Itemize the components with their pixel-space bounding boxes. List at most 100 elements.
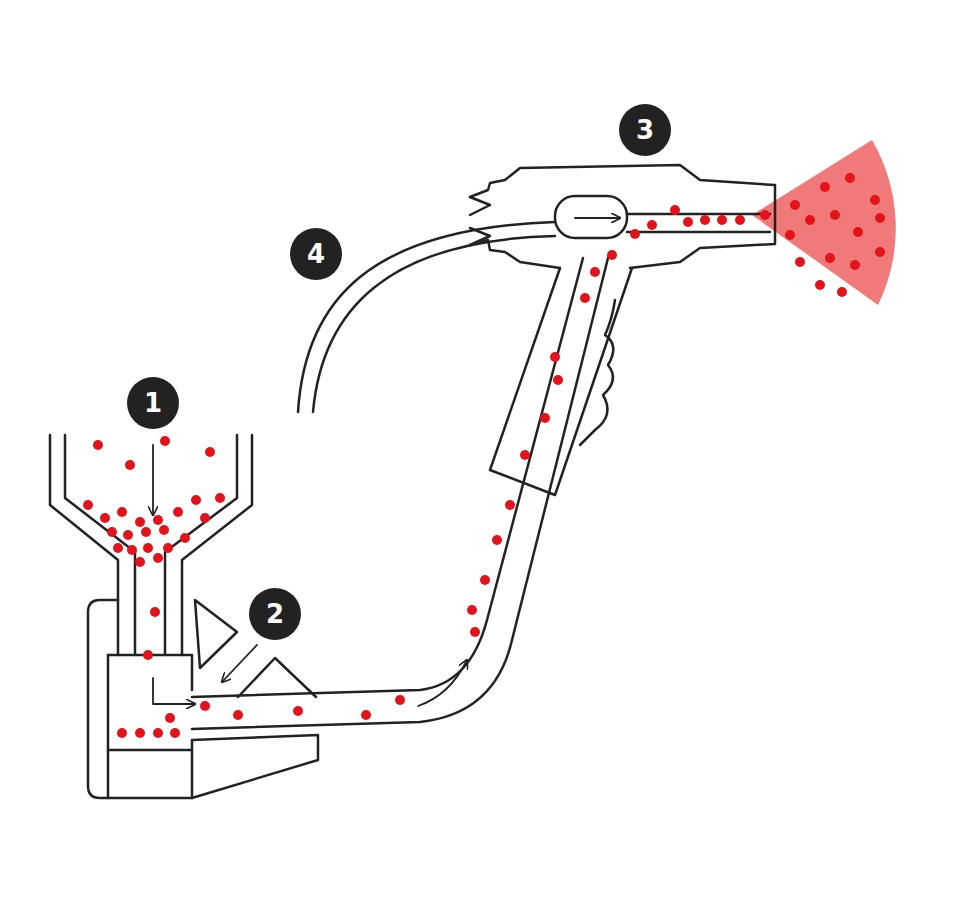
flow-arrow — [418, 660, 467, 706]
powder-particle — [293, 706, 303, 716]
powder-particle — [480, 575, 490, 585]
powder-particle — [141, 527, 151, 537]
callout-number: 3 — [636, 117, 654, 143]
powder-particle — [670, 205, 680, 215]
hopper-wall — [65, 435, 135, 655]
powder-particle — [160, 436, 170, 446]
powder-particle — [837, 287, 847, 297]
powder-particle — [123, 530, 133, 540]
powder-particle — [785, 230, 795, 240]
powder-particle — [113, 543, 123, 553]
powder-hose — [192, 258, 583, 697]
callout-number: 2 — [266, 601, 284, 627]
powder-particle — [117, 507, 127, 517]
powder-particle — [825, 253, 835, 263]
flow-arrow — [153, 678, 195, 704]
gun-handle — [490, 268, 632, 495]
powder-particle — [492, 535, 502, 545]
powder-particle — [135, 517, 145, 527]
powder-particle — [815, 280, 825, 290]
powder-particle — [191, 495, 201, 505]
powder-particle — [173, 507, 183, 517]
powder-particle — [795, 257, 805, 267]
powder-particle — [215, 493, 225, 503]
powder-particle — [200, 701, 210, 711]
powder-particle — [630, 229, 640, 239]
powder-particle — [790, 200, 800, 210]
nozzle — [627, 214, 770, 232]
flow-arrow — [152, 445, 154, 515]
air-arrow — [222, 645, 257, 682]
base — [192, 735, 318, 798]
injector — [195, 600, 237, 668]
powder-particle — [153, 553, 163, 563]
powder-particle — [163, 543, 173, 553]
powder-particle — [135, 557, 145, 567]
callout-number: 4 — [307, 241, 325, 267]
powder-particle — [805, 215, 815, 225]
powder-particle — [143, 543, 153, 553]
powder-particle — [540, 413, 550, 423]
hopper-wall — [165, 435, 237, 655]
powder-particle — [83, 500, 93, 510]
powder-particle — [107, 527, 117, 537]
housing — [88, 600, 192, 798]
spray-gun — [470, 240, 560, 268]
hopper-wall — [50, 435, 118, 655]
powder-particle — [760, 210, 770, 220]
powder-particle — [550, 352, 560, 362]
powder-particle — [153, 728, 163, 738]
powder-particle — [820, 182, 830, 192]
powder-particle — [100, 513, 110, 523]
powder-particle — [93, 440, 103, 450]
chamber — [107, 655, 110, 798]
powder-particle — [735, 215, 745, 225]
spray-cone — [752, 140, 896, 305]
powder-particle — [875, 213, 885, 223]
callout-badge — [290, 228, 342, 280]
powder-particle — [505, 500, 515, 510]
powder-particle — [590, 267, 600, 277]
powder-particle — [647, 220, 657, 230]
powder-particle — [850, 260, 860, 270]
powder-particle — [607, 250, 617, 260]
powder-particle — [683, 217, 693, 227]
powder-particle — [200, 513, 210, 523]
powder-particle — [853, 227, 863, 237]
powder-particle — [125, 460, 135, 470]
powder-particles — [83, 173, 885, 738]
powder-particle — [700, 215, 710, 225]
powder-particle — [875, 247, 885, 257]
hopper-wall — [182, 435, 252, 655]
powder-particle — [395, 695, 405, 705]
callout-badge — [249, 588, 301, 640]
powder-hose — [192, 258, 608, 729]
powder-particle — [205, 447, 215, 457]
callout-badge — [619, 104, 671, 156]
powder-particle — [717, 215, 727, 225]
air-arrow — [575, 217, 620, 219]
injector — [238, 658, 316, 697]
gun-chamber — [555, 196, 627, 238]
powder-particle — [233, 710, 243, 720]
chamber — [108, 655, 192, 690]
powder-particle — [470, 627, 480, 637]
powder-particle — [117, 728, 127, 738]
powder-particle — [153, 515, 163, 525]
powder-particle — [127, 545, 137, 555]
gun-grip — [580, 300, 615, 445]
powder-particle — [845, 173, 855, 183]
powder-particle — [553, 375, 563, 385]
powder-particle — [165, 713, 175, 723]
powder-particle — [580, 293, 590, 303]
powder-particle — [159, 525, 169, 535]
powder-particle — [180, 533, 190, 543]
chamber — [108, 749, 192, 752]
powder-particle — [870, 195, 880, 205]
spray-gun — [470, 197, 490, 245]
powder-particle — [150, 607, 160, 617]
powder-particle — [467, 605, 477, 615]
powder-particle — [830, 210, 840, 220]
